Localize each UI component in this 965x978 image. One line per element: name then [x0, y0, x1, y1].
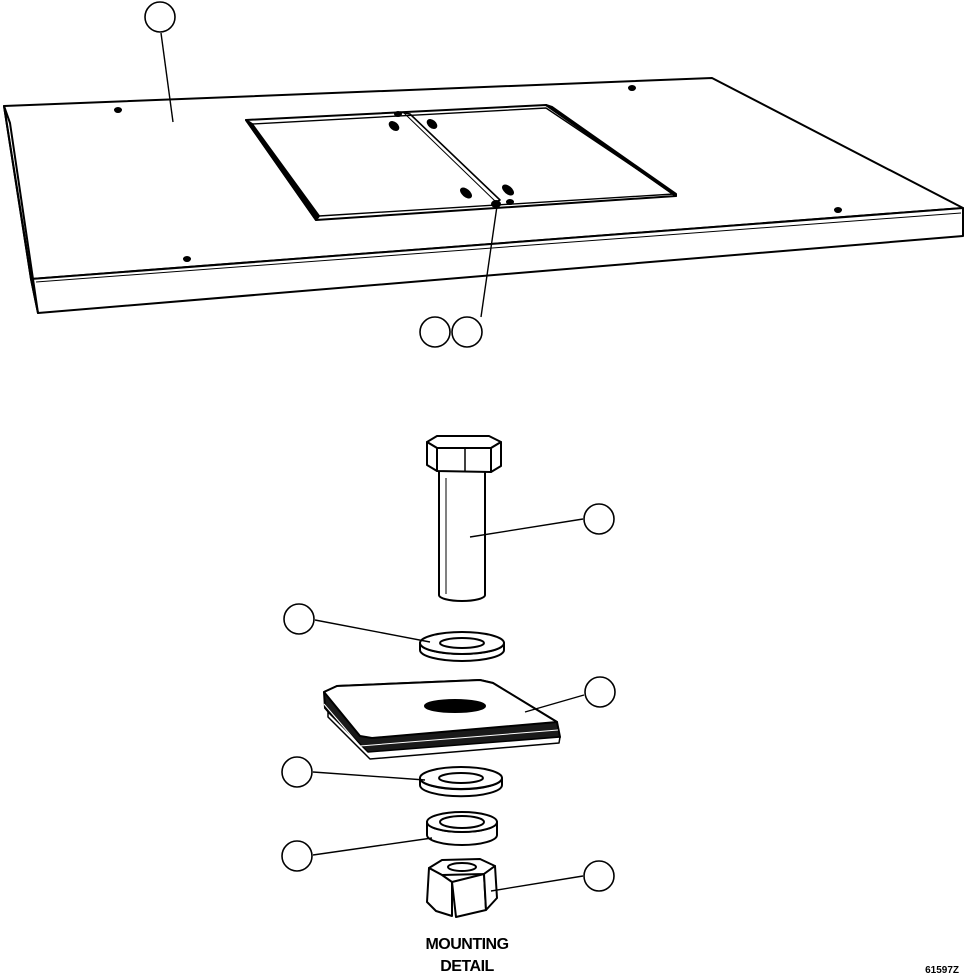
lock-washer — [426, 811, 498, 846]
leader-lines — [160, 32, 585, 892]
callout-balloons — [144, 1, 616, 892]
flat-washer-upper — [419, 631, 505, 662]
hex-bolt — [426, 435, 502, 602]
callout-balloon-8 — [281, 840, 313, 872]
callout-balloon-3 — [451, 316, 483, 348]
caption-line-1: MOUNTING — [425, 936, 509, 953]
callout-balloon-5 — [283, 603, 315, 635]
spacer-plate-slot — [424, 699, 486, 713]
bolt-shank — [438, 469, 486, 602]
callout-balloon-2 — [419, 316, 451, 348]
flat-washer-lower — [419, 766, 503, 798]
hex-nut — [426, 858, 498, 918]
access-cover-assembly — [245, 104, 677, 221]
bolt-head-top — [426, 435, 502, 449]
callout-balloon-7 — [281, 756, 313, 788]
callout-balloon-6 — [584, 676, 616, 708]
spacer-plate — [323, 679, 561, 760]
callout-balloon-4 — [583, 503, 615, 535]
caption-line-2: DETAIL — [440, 958, 494, 975]
mounting-detail-caption: MOUNTING DETAIL — [396, 934, 538, 978]
callout-balloon-1 — [144, 1, 176, 33]
bolt-head-front — [426, 441, 438, 472]
figure-number: 61597Z — [925, 965, 959, 976]
callout-balloon-9 — [583, 860, 615, 892]
